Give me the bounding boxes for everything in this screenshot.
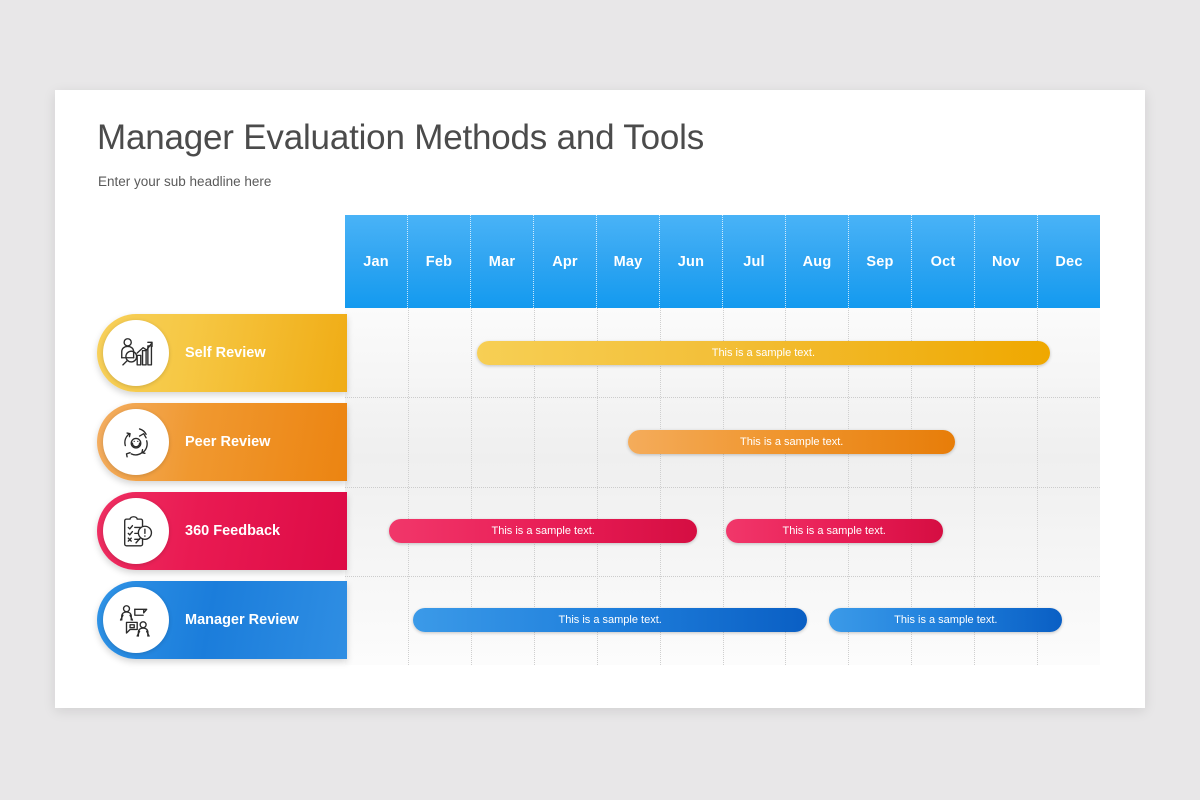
grid-horizontal-line bbox=[345, 486, 1100, 488]
month-header-cell-jan[interactable]: Jan bbox=[345, 215, 407, 308]
gantt-bar[interactable]: This is a sample text. bbox=[725, 519, 943, 544]
peer-feedback-cycle-icon bbox=[103, 408, 169, 475]
month-header-cell-mar[interactable]: Mar bbox=[470, 215, 533, 308]
team-discussion-icon bbox=[103, 587, 169, 654]
month-header-cell-jun[interactable]: Jun bbox=[659, 215, 722, 308]
person-chart-magnifier-icon bbox=[103, 319, 169, 386]
grid-horizontal-line bbox=[345, 575, 1100, 577]
clipboard-magnifier-icon bbox=[103, 498, 169, 565]
gantt-bar[interactable]: This is a sample text. bbox=[628, 429, 956, 454]
grid-horizontal-line bbox=[345, 397, 1100, 399]
month-header-cell-dec[interactable]: Dec bbox=[1037, 215, 1100, 308]
page-subtitle: Enter your sub headline here bbox=[98, 174, 272, 189]
row-label-text: Manager Review bbox=[185, 612, 299, 629]
month-header-cell-oct[interactable]: Oct bbox=[911, 215, 974, 308]
gantt-bar[interactable]: This is a sample text. bbox=[389, 519, 698, 544]
month-header-cell-apr[interactable]: Apr bbox=[533, 215, 596, 308]
row-label-manager-review[interactable]: Manager Review bbox=[97, 581, 347, 660]
slide-card: Manager Evaluation Methods and Tools Ent… bbox=[55, 90, 1145, 708]
row-label-text: Peer Review bbox=[185, 433, 271, 450]
row-label-360-feedback[interactable]: 360 Feedback bbox=[97, 492, 347, 571]
gantt-bar[interactable]: This is a sample text. bbox=[829, 608, 1063, 633]
gantt-bar[interactable]: This is a sample text. bbox=[477, 340, 1050, 365]
month-header-cell-may[interactable]: May bbox=[596, 215, 659, 308]
month-header-cell-jul[interactable]: Jul bbox=[722, 215, 785, 308]
month-header-cell-feb[interactable]: Feb bbox=[407, 215, 470, 308]
gantt-grid-body: This is a sample text. This is a sample t… bbox=[345, 308, 1100, 665]
row-label-text: Self Review bbox=[185, 344, 266, 361]
month-header-cell-sep[interactable]: Sep bbox=[848, 215, 911, 308]
gantt-bar[interactable]: This is a sample text. bbox=[412, 608, 808, 633]
page-title: Manager Evaluation Methods and Tools bbox=[97, 118, 704, 157]
row-label-peer-review[interactable]: Peer Review bbox=[97, 402, 347, 481]
month-header-cell-nov[interactable]: Nov bbox=[974, 215, 1037, 308]
row-label-text: 360 Feedback bbox=[185, 523, 281, 540]
month-header-cell-aug[interactable]: Aug bbox=[785, 215, 848, 308]
row-label-self-review[interactable]: Self Review bbox=[97, 313, 347, 392]
